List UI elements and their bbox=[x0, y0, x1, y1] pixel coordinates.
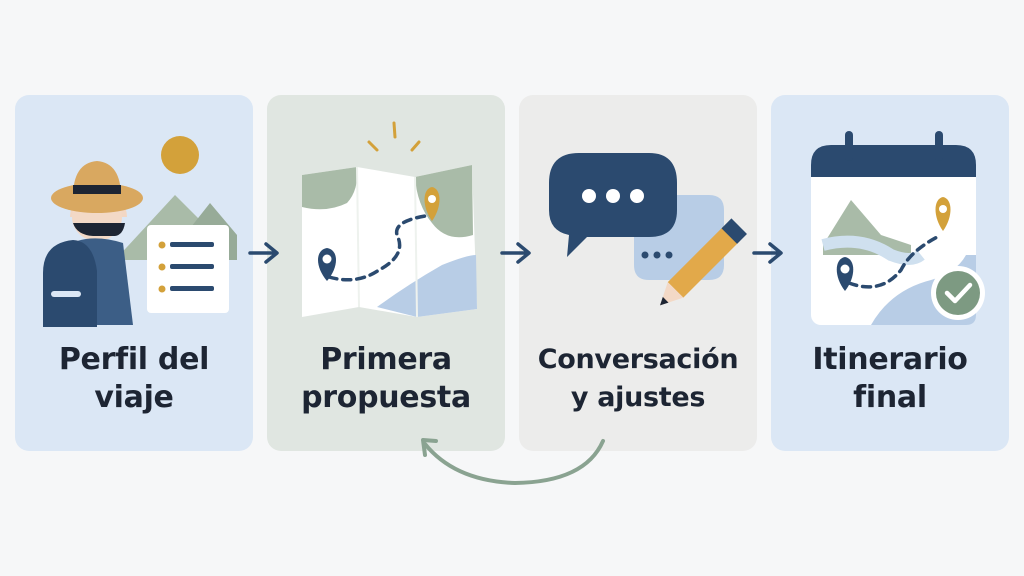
step-card-final-itinerary: Itinerario final bbox=[771, 95, 1009, 451]
step-label-line1: Primera bbox=[320, 342, 452, 377]
step-label-line2: propuesta bbox=[301, 380, 471, 415]
step-label: Conversación y ajustes bbox=[519, 341, 757, 417]
arrow-right-icon bbox=[752, 242, 783, 264]
itinerary-illustration bbox=[811, 131, 985, 325]
backpack-icon bbox=[43, 240, 97, 327]
map-illustration bbox=[302, 121, 477, 318]
step-label-line1: Perfil del bbox=[58, 342, 210, 377]
check-circle-icon bbox=[931, 266, 985, 320]
feedback-loop-arrow-icon bbox=[421, 438, 605, 486]
step-label-line2: y ajustes bbox=[570, 382, 706, 413]
step-card-conversation-adjustments: Conversación y ajustes bbox=[519, 95, 757, 451]
map-pin-icon bbox=[836, 197, 951, 291]
checklist-icon bbox=[147, 225, 229, 313]
step-label: Primera propuesta bbox=[267, 341, 505, 417]
route-icon bbox=[847, 233, 943, 289]
step-card-travel-profile: Perfil del viaje bbox=[15, 95, 253, 451]
arrow-right-icon bbox=[500, 242, 531, 264]
chat-bubble-icon bbox=[549, 153, 677, 257]
step-label-line2: final bbox=[853, 380, 927, 415]
step-label-line2: viaje bbox=[94, 380, 174, 415]
sparkle-icon bbox=[367, 121, 421, 152]
step-label: Perfil del viaje bbox=[15, 341, 253, 417]
conversation-illustration bbox=[549, 153, 747, 306]
step-label: Itinerario final bbox=[771, 341, 1009, 417]
step-label-line1: Conversación bbox=[537, 344, 739, 375]
step-label-line1: Itinerario bbox=[812, 342, 968, 377]
arrow-right-icon bbox=[248, 242, 279, 264]
map-pin-icon bbox=[318, 187, 440, 281]
traveler-illustration bbox=[43, 136, 237, 327]
step-card-first-proposal: Primera propuesta bbox=[267, 95, 505, 451]
route-icon bbox=[327, 213, 434, 282]
sun-icon bbox=[161, 136, 199, 174]
